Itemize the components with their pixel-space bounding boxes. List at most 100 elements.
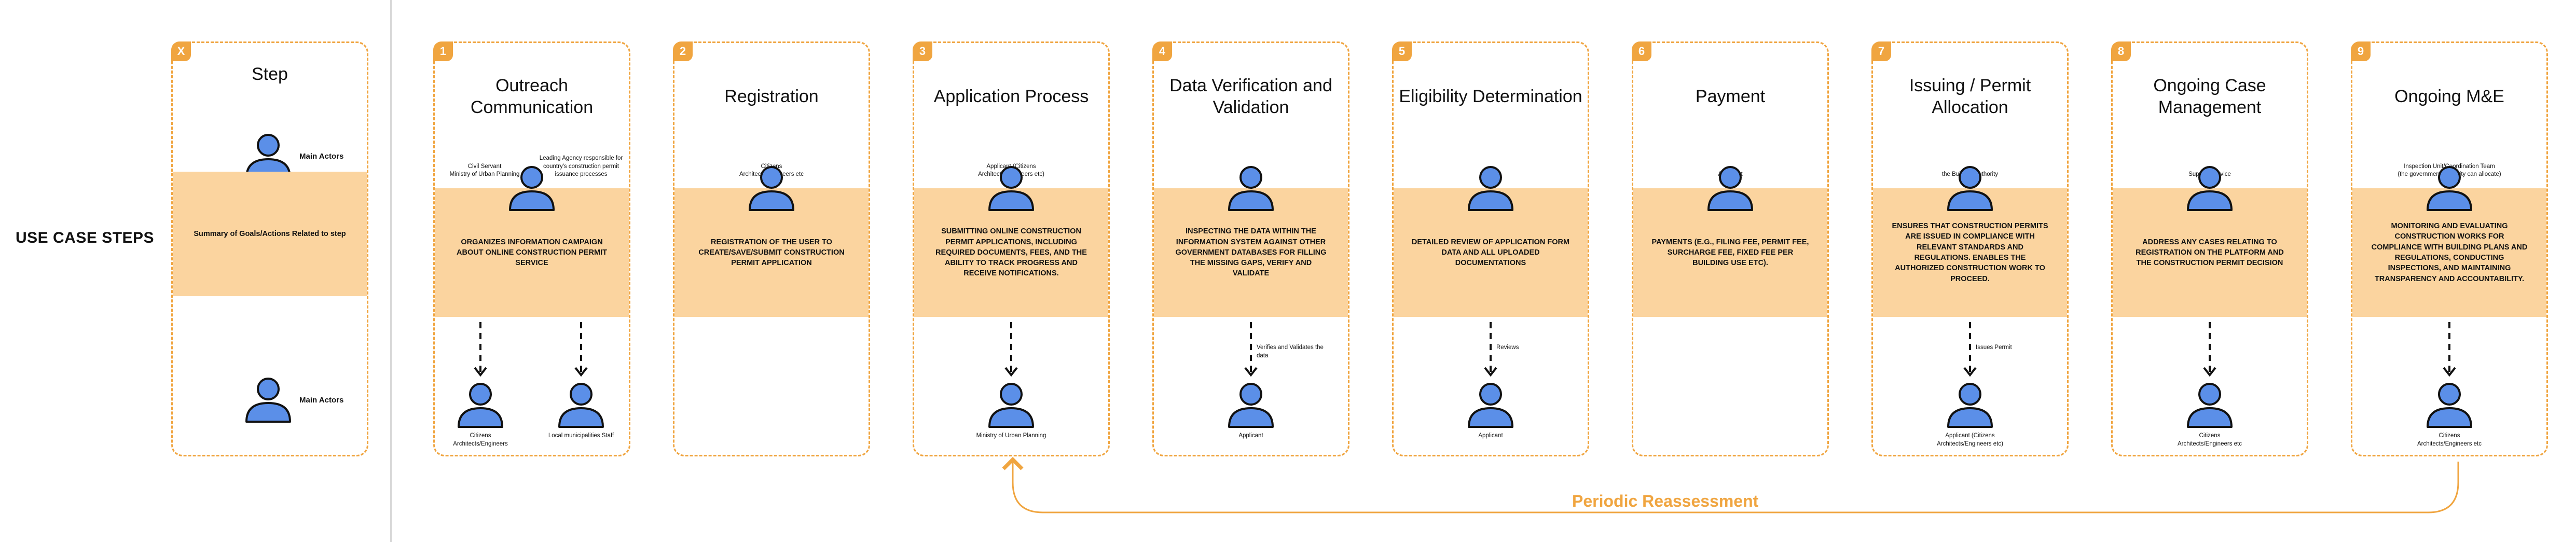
top-actor-person-icon-wrapper [1705,163,1755,213]
bottom-actor-person-icon [1468,383,1513,428]
bottom-actor-person-icon-wrapper [1226,380,1276,430]
bottom-actor-label: Applicant (Citizens Architects/Engineers… [1937,433,2003,447]
loop-label: Periodic Reassessment [1572,492,1759,510]
bottom-actor-person-icon [458,383,503,428]
top-actor-label-0: Civil Servant Ministry of Urban Planning [449,163,520,178]
arrow-wrapper [2199,321,2220,378]
top-actor-person-icon [2427,166,2472,211]
bottom-actor-label-0: Citizens Architects/Engineers [453,433,508,447]
top-actor-person-icon [2187,166,2233,211]
step-number-badge: 7 [1871,41,1891,61]
bottom-actor-person-icon [558,383,604,428]
top-actor-person-icon-wrapper [2425,163,2474,213]
bottom-actor-label: Applicant [1478,433,1503,439]
top-actor-person-icon [749,166,794,211]
step-title: Ongoing Case Management [2153,75,2266,118]
dependency-arrow [1244,322,1258,377]
bottom-actor-person-icon-wrapper [456,380,505,430]
top-actor-person-icon [1228,166,1274,211]
step-title: Registration [724,86,819,106]
step-title: Payment [1695,86,1766,106]
bottom-actor-person-icon-wrapper [2425,380,2474,430]
legend-actor-bottom-icon [245,378,291,423]
edge-label: Reviews [1496,344,1519,351]
bottom-actor-person-icon [1947,383,1993,428]
top-actor-label: Inspection Unit/Coordination Team (the g… [2398,163,2501,178]
step-number-badge: 3 [913,41,932,61]
arrow-wrapper [2439,321,2460,378]
step-card-2: 2RegistrationCitizens Architects/Enginee… [673,41,870,456]
bottom-actor-person-icon-wrapper [556,380,606,430]
legend-badge: X [171,41,191,61]
step-summary: PAYMENTS (E.G., FILING FEE, PERMIT FEE, … [1633,188,1827,317]
step-title: Application Process [933,86,1089,106]
top-actor-label-1: Leading Agency responsible for country's… [539,155,623,178]
dependency-arrow [1004,322,1018,377]
bottom-actor-person-icon-wrapper [986,380,1036,430]
top-actor-person-icon [1947,166,1993,211]
top-actor-person-icon-wrapper [986,163,1036,213]
arrow-wrapper [1001,321,1022,378]
step-number-badge: 8 [2111,41,2131,61]
loop-path [1002,456,2459,513]
step-number-badge: 4 [1152,41,1172,61]
bottom-actor-person-icon-wrapper [1466,380,1516,430]
legend-actor-bottom-icon-wrapper [243,375,293,425]
legend-summary: Summary of Goals/Actions Related to step [173,172,367,296]
row-label: USE CASE STEPS [16,229,155,246]
bottom-actor-person-icon-wrapper [1945,380,1995,430]
legend-main-actors-top: Main Actors [299,152,344,161]
bottom-actor-person-icon [2187,383,2233,428]
top-actor-person-icon-wrapper [507,163,557,213]
bottom-actor-label: Citizens Architects/Engineers etc [2417,433,2482,447]
bottom-actor-person-icon [1228,383,1274,428]
bottom-actor-label: Applicant [1238,433,1263,439]
arrow-wrapper [1480,321,1501,378]
arrow-wrapper [1960,321,1980,378]
step-title: Ongoing M&E [2394,86,2504,106]
dependency-arrow [2443,322,2456,377]
top-actor-person-icon-wrapper [747,163,796,213]
top-actor-person-icon [988,166,1034,211]
legend-title: Step [252,64,288,84]
section-divider [390,0,392,542]
step-number-badge: 2 [673,41,693,61]
dependency-arrow [1484,322,1497,377]
top-actor-person-icon-wrapper [2185,163,2235,213]
dependency-arrow [574,322,588,377]
top-actor-person-icon-wrapper [1226,163,1276,213]
top-actor-person-icon [1707,166,1753,211]
top-actor-person-icon [509,166,555,211]
arrow-wrapper-1 [571,321,591,378]
step-number-badge: 5 [1392,41,1412,61]
bottom-actor-person-icon-wrapper [2185,380,2235,430]
top-actor-person-icon [1468,166,1513,211]
step-title: Outreach Communication [470,75,594,118]
bottom-actor-person-icon [2427,383,2472,428]
step-number-badge: 6 [1632,41,1651,61]
bottom-actor-label: Ministry of Urban Planning [976,433,1046,439]
step-title: Data Verification and Validation [1169,75,1332,118]
step-number-badge: 1 [433,41,453,61]
step-title: Issuing / Permit Allocation [1909,75,2031,118]
dependency-arrow [2203,322,2216,377]
edge-label: Issues Permit [1976,344,2012,351]
top-actor-person-icon-wrapper [1945,163,1995,213]
top-actor-person-icon-wrapper [1466,163,1516,213]
dependency-arrow [474,322,487,377]
arrow-wrapper-0 [470,321,491,378]
dependency-arrow [1963,322,1977,377]
top-actor-label: Applicant (Citizens Architects/Engineers… [978,163,1044,178]
step-title: Eligibility Determination [1399,86,1582,106]
step-card-6: 6PaymentApplicantPAYMENTS (E.G., FILING … [1632,41,1829,456]
edge-label: Verifies and Validates the data [1257,344,1324,359]
